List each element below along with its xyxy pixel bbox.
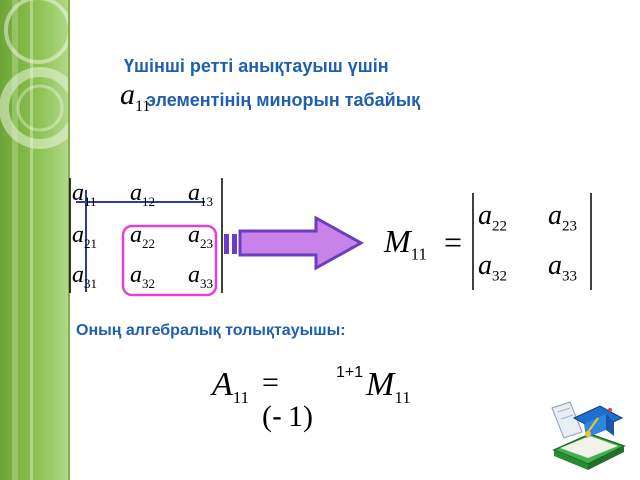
cofactor-power: 1+1 [336, 364, 364, 381]
minor-highlight-box [121, 224, 218, 297]
entry-a13: a13 [188, 180, 213, 209]
entry-a32: a32 [130, 262, 155, 291]
minor-equals: = [444, 224, 463, 260]
entry-a11: a11 [72, 180, 97, 209]
entry-a31: a31 [72, 262, 97, 291]
minor-entry-a23: a23 [548, 200, 577, 235]
title-line-1: Үшінші ретті анықтауыш үшін [124, 56, 389, 76]
cofactor-symbol: A11 [212, 366, 250, 407]
title-line-2: элементінің минорын табайық [146, 90, 421, 110]
entry-a21: a21 [72, 222, 97, 251]
entry-a12: a12 [130, 180, 155, 209]
graduation-cap-book-icon [551, 401, 626, 470]
entry-a22: a22 [130, 222, 155, 251]
entry-a33: a33 [188, 262, 213, 291]
minor-entry-a32: a32 [478, 250, 507, 285]
minor-entry-a33: a33 [548, 250, 577, 285]
cofactor-caption: Оның алгебралық толықтауышы: [76, 322, 346, 339]
entry-a23: a23 [188, 222, 213, 251]
sidebar-decoration [0, 0, 70, 480]
right-arrow-icon [224, 215, 365, 271]
title-symbol-letter: a [120, 78, 135, 111]
decorative-sidebar [0, 0, 70, 480]
title-element-symbol: a11 [120, 78, 150, 116]
minor-entry-a22: a22 [478, 200, 507, 235]
title-symbol-index: 11 [135, 98, 151, 115]
cofactor-minor: M11 [366, 366, 411, 407]
cofactor-expression: =(-1) [262, 366, 313, 433]
minor-symbol: M11 [384, 223, 428, 264]
